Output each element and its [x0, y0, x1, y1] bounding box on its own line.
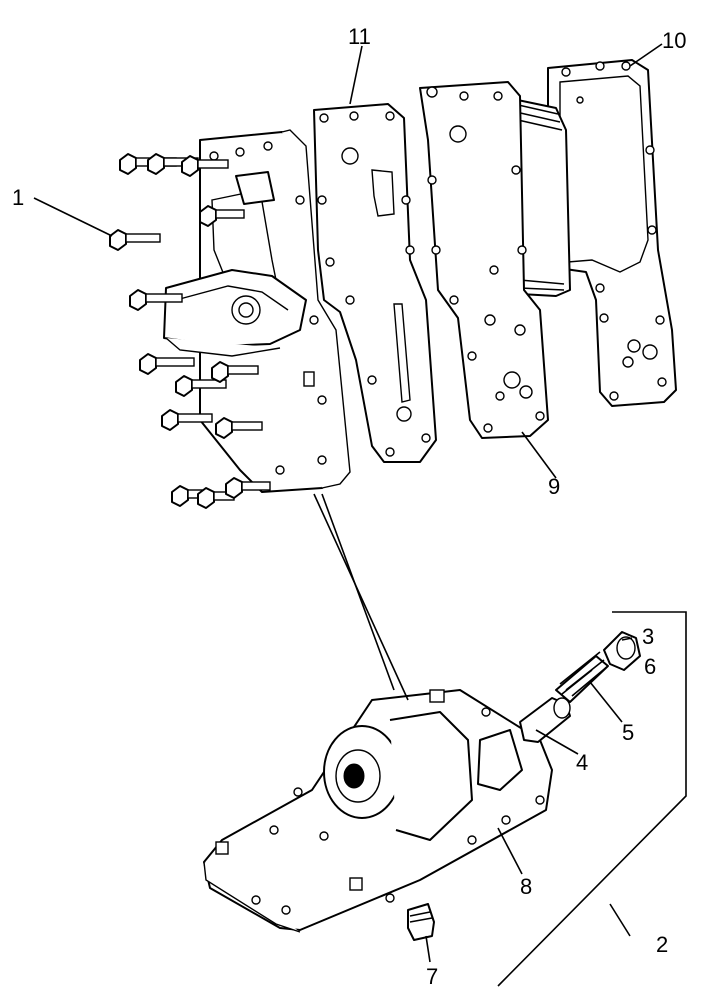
- callout-1: 1: [12, 185, 24, 210]
- callout-10: 10: [662, 28, 686, 53]
- callout-6: 6: [644, 654, 656, 679]
- callout-11: 11: [348, 24, 371, 49]
- part-5-spring: [555, 651, 609, 703]
- part-11-gasket: [313, 103, 437, 463]
- callout-8: 8: [520, 874, 532, 899]
- part-9-cooler: [419, 81, 571, 439]
- assembly-lines: [313, 493, 409, 701]
- callout-2-bracket: [497, 611, 687, 987]
- callout-labels: 1 11 10 9 3 6 5 4 8 2 7: [12, 24, 686, 989]
- part-8-filter-head: [203, 689, 553, 933]
- part-1-bolts: [109, 153, 271, 509]
- housing-upper: [163, 129, 351, 493]
- callout-7: 7: [426, 964, 438, 989]
- part-3-6-plug: [603, 631, 641, 671]
- part-4-valve: [519, 697, 571, 743]
- part-7-plug: [407, 903, 435, 941]
- callout-4: 4: [576, 750, 588, 775]
- callout-5: 5: [622, 720, 634, 745]
- leader-lines: [33, 43, 663, 963]
- callout-9: 9: [548, 474, 560, 499]
- callout-3: 3: [642, 624, 654, 649]
- callout-2: 2: [656, 932, 668, 957]
- part-10-gasket: [547, 59, 677, 407]
